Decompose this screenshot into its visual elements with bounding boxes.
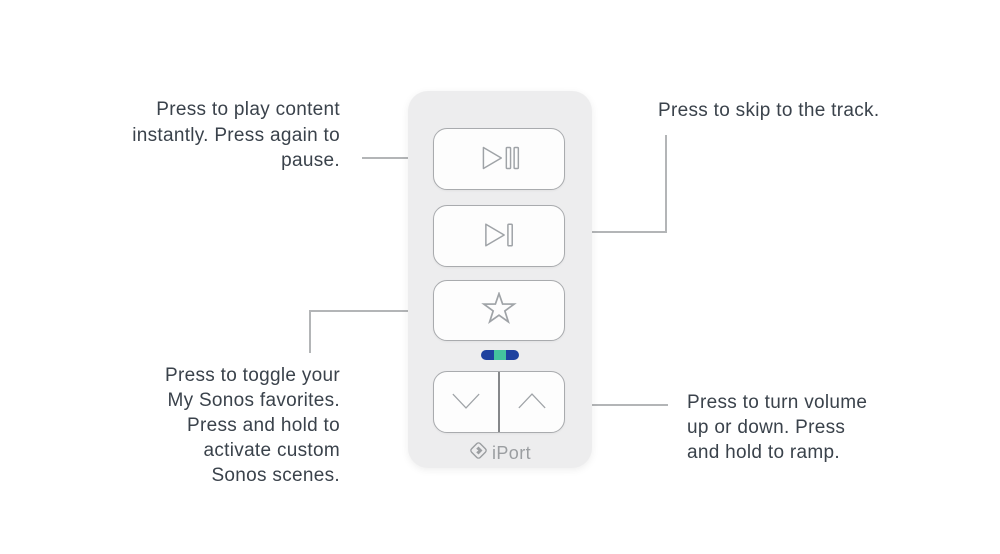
- favorites-leader-line-horizontal: [309, 310, 457, 312]
- star-icon: [481, 291, 517, 329]
- play-pause-button[interactable]: [433, 128, 565, 190]
- volume-down-button[interactable]: [434, 372, 498, 432]
- favorites-annotation: Press to toggle your My Sonos favorites.…: [165, 365, 340, 486]
- skip-track-button[interactable]: [433, 205, 565, 267]
- volume-rocker: [433, 371, 565, 433]
- iport-remote-body: iPort: [408, 91, 592, 468]
- favorites-button[interactable]: [433, 280, 565, 341]
- status-led: [481, 350, 519, 360]
- chevron-up-icon: [515, 389, 549, 416]
- skip-annotation: Press to skip to the track.: [658, 100, 880, 121]
- skip-leader-line-horizontal: [542, 231, 667, 233]
- favorites-leader-line-vertical: [309, 310, 311, 353]
- volume-up-button[interactable]: [500, 372, 564, 432]
- play-pause-annotation: Press to play content instantly. Press a…: [132, 99, 340, 171]
- volume-leader-line: [556, 404, 668, 406]
- volume-annotation: Press to turn volume up or down. Press a…: [687, 392, 868, 463]
- play-pause-icon: [477, 143, 521, 176]
- brand-logo: iPort: [408, 441, 592, 465]
- skip-icon: [480, 220, 518, 253]
- volume-divider: [498, 372, 500, 432]
- chevron-down-icon: [449, 389, 483, 416]
- iport-logo-icon: [469, 441, 488, 465]
- status-led-center: [494, 350, 506, 360]
- brand-name: iPort: [491, 442, 531, 463]
- skip-leader-line-vertical: [665, 135, 667, 233]
